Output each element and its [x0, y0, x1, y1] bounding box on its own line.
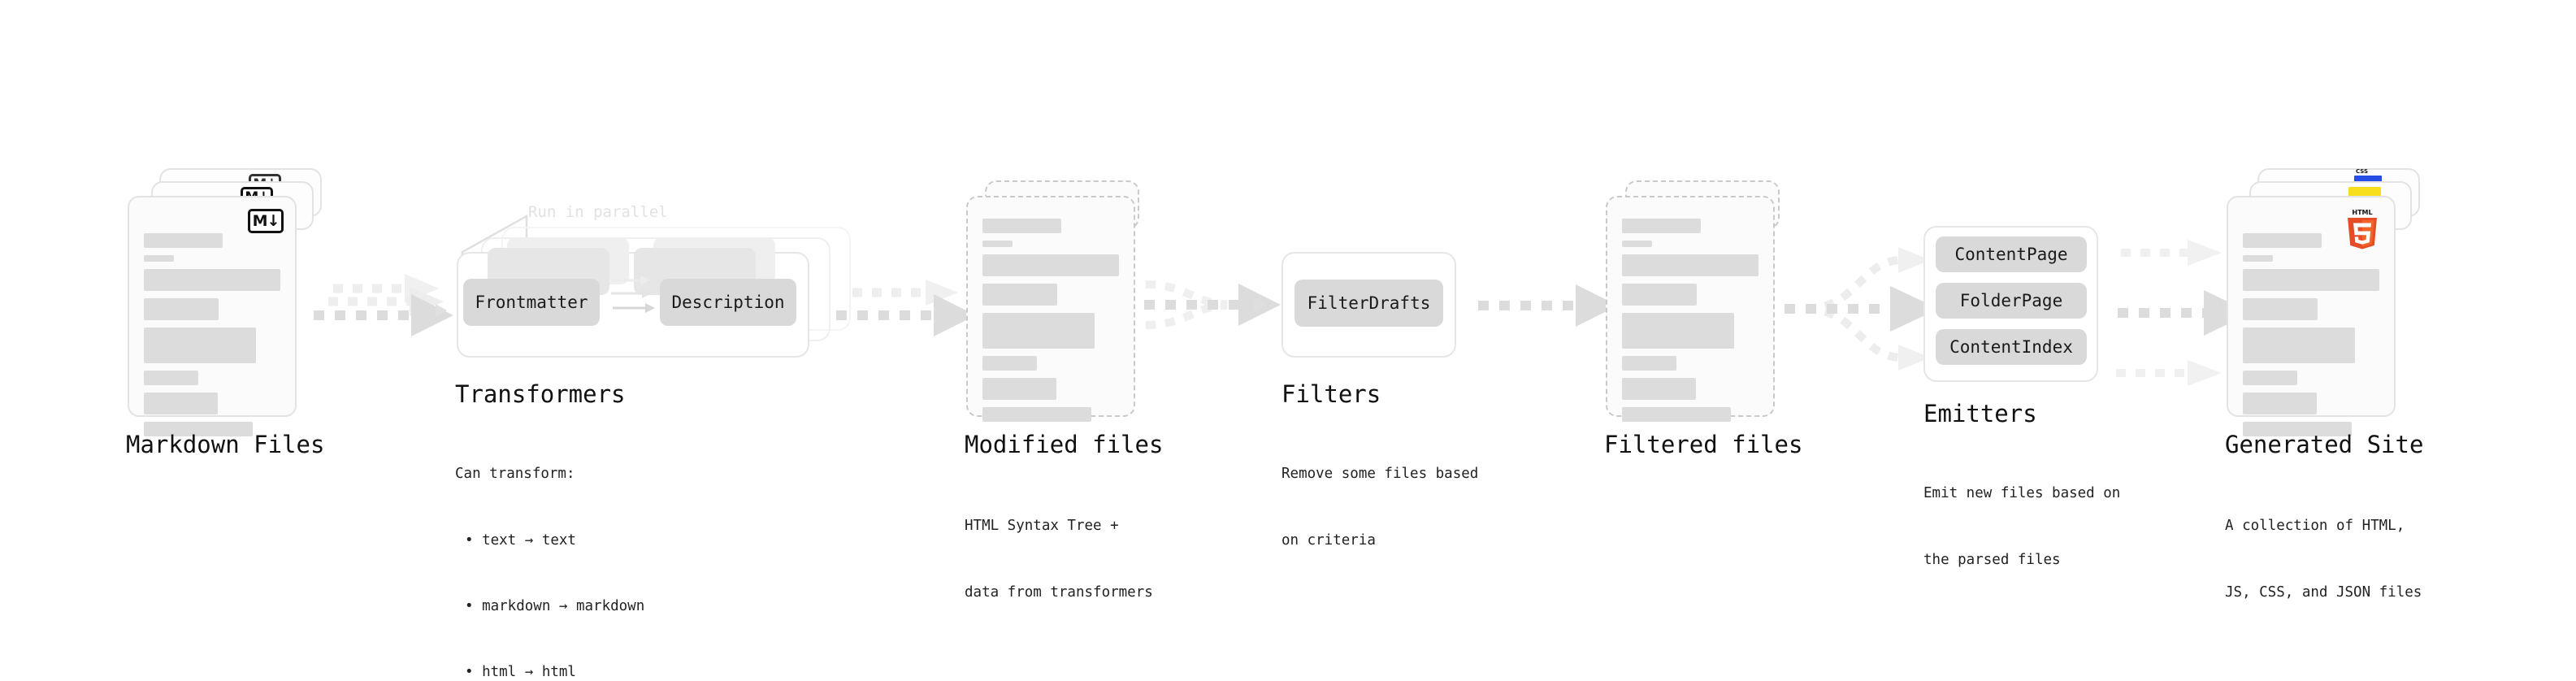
transformers-description: Can transform: • text → text • markdown …	[455, 419, 644, 681]
content-bar	[982, 241, 1013, 247]
emitters-title: Emitters	[1923, 400, 2037, 427]
content-bar	[1622, 254, 1759, 276]
filter-chip-filterdrafts[interactable]: FilterDrafts	[1295, 280, 1443, 327]
filter-chip-label: FilterDrafts	[1307, 293, 1431, 313]
arrow-filters-to-filtered	[1478, 284, 1618, 327]
markdown-icon: M↓	[248, 209, 284, 233]
content-bar	[144, 327, 256, 363]
content-bar	[2243, 393, 2317, 414]
filters-inbound-marker	[1254, 297, 1267, 313]
emitter-chip-contentindex[interactable]: ContentIndex	[1936, 329, 2087, 365]
content-bar	[144, 233, 223, 248]
content-bar	[2243, 422, 2353, 436]
content-bar	[144, 298, 219, 320]
content-bar	[982, 254, 1119, 276]
modified-files-title: Modified files	[965, 431, 1164, 458]
content-bar	[144, 269, 280, 291]
transformer-chip-description[interactable]: Description	[660, 279, 796, 326]
filtered-files-title: Filtered files	[1604, 431, 1803, 458]
emitters-desc-line: Emit new files based on	[1923, 485, 2121, 502]
modified-files-description: HTML Syntax Tree + data from transformer…	[965, 471, 1153, 648]
filters-desc-line: Remove some files based	[1281, 466, 1479, 483]
content-bar	[144, 422, 254, 436]
generated-site-content	[2243, 233, 2379, 444]
markdown-file-content	[144, 233, 280, 444]
emitters-description: Emit new files based on the parsed files	[1923, 439, 2120, 615]
svg-text:HTML: HTML	[2352, 209, 2372, 216]
arrow-transformers-to-modified	[836, 280, 976, 336]
content-bar	[144, 371, 199, 385]
modified-files-desc-line: HTML Syntax Tree +	[965, 518, 1119, 535]
modified-file-content	[982, 219, 1119, 429]
content-bar	[2243, 327, 2355, 363]
transformer-chip-label: Description	[671, 293, 785, 312]
content-bar	[1622, 284, 1698, 306]
html5-icon: HTML	[2348, 209, 2377, 249]
transformers-title: Transformers	[455, 380, 626, 408]
transformer-chip-frontmatter[interactable]: Frontmatter	[463, 279, 600, 326]
transformers-inbound-marker	[436, 304, 447, 317]
content-bar	[2243, 233, 2322, 248]
generated-site-desc-line: A collection of HTML,	[2225, 518, 2405, 535]
content-bar	[2243, 371, 2298, 385]
arrow-markdown-to-transformers	[314, 274, 453, 336]
generated-site-desc-line: JS, CSS, and JSON files	[2225, 583, 2422, 601]
content-bar	[1622, 356, 1677, 371]
transformers-desc-line: • html → html	[465, 664, 576, 681]
css3-icon: CSS	[2354, 168, 2382, 183]
content-bar	[1622, 241, 1652, 247]
content-bar	[982, 378, 1056, 400]
content-bar	[144, 255, 174, 262]
content-bar	[2243, 255, 2273, 262]
filtered-file-card-front	[1606, 196, 1775, 422]
run-in-parallel-label: Run in parallel	[528, 203, 668, 221]
filters-title: Filters	[1281, 380, 1381, 408]
transformer-chip-label: Frontmatter	[475, 293, 588, 312]
content-bar	[982, 356, 1038, 371]
transformers-desc-line: • text → text	[465, 531, 576, 549]
filtered-file-content	[1622, 219, 1759, 429]
transformers-desc-line: Can transform:	[455, 466, 575, 483]
emitter-chip-label: ContentPage	[1954, 245, 2068, 264]
filters-description: Remove some files based on criteria	[1281, 419, 1478, 596]
generated-site-description: A collection of HTML, JS, CSS, and JSON …	[2225, 471, 2422, 648]
emitters-desc-line: the parsed files	[1923, 551, 2061, 568]
css3-icon-label: CSS	[2356, 168, 2369, 175]
content-bar	[2243, 269, 2379, 291]
emitter-chip-label: ContentIndex	[1949, 337, 2073, 357]
content-bar	[982, 407, 1092, 422]
content-bar	[982, 313, 1095, 349]
emitter-chip-contentpage[interactable]: ContentPage	[1936, 236, 2087, 272]
content-bar	[2243, 298, 2318, 320]
content-bar	[982, 284, 1058, 306]
transformer-inner-arrows	[611, 275, 655, 313]
modified-file-card-front	[966, 196, 1135, 422]
generated-site-title: Generated Site	[2225, 431, 2424, 458]
arrow-filtered-to-emitters	[1785, 247, 1939, 371]
markdown-file-card-front: M↓	[128, 196, 297, 436]
emitter-chip-folderpage[interactable]: FolderPage	[1936, 283, 2087, 319]
content-bar	[1622, 219, 1702, 233]
markdown-files-title: Markdown Files	[126, 431, 325, 458]
content-bar	[1622, 378, 1696, 400]
generated-site-card-front: HTML	[2227, 196, 2396, 436]
content-bar	[1622, 407, 1732, 422]
content-bar	[982, 219, 1062, 233]
transformers-desc-line: • markdown → markdown	[465, 598, 645, 614]
emitter-chip-label: FolderPage	[1959, 291, 2063, 310]
filters-desc-line: on criteria	[1281, 531, 1376, 549]
modified-files-desc-line: data from transformers	[965, 583, 1153, 601]
content-bar	[1622, 313, 1734, 349]
content-bar	[144, 393, 218, 414]
